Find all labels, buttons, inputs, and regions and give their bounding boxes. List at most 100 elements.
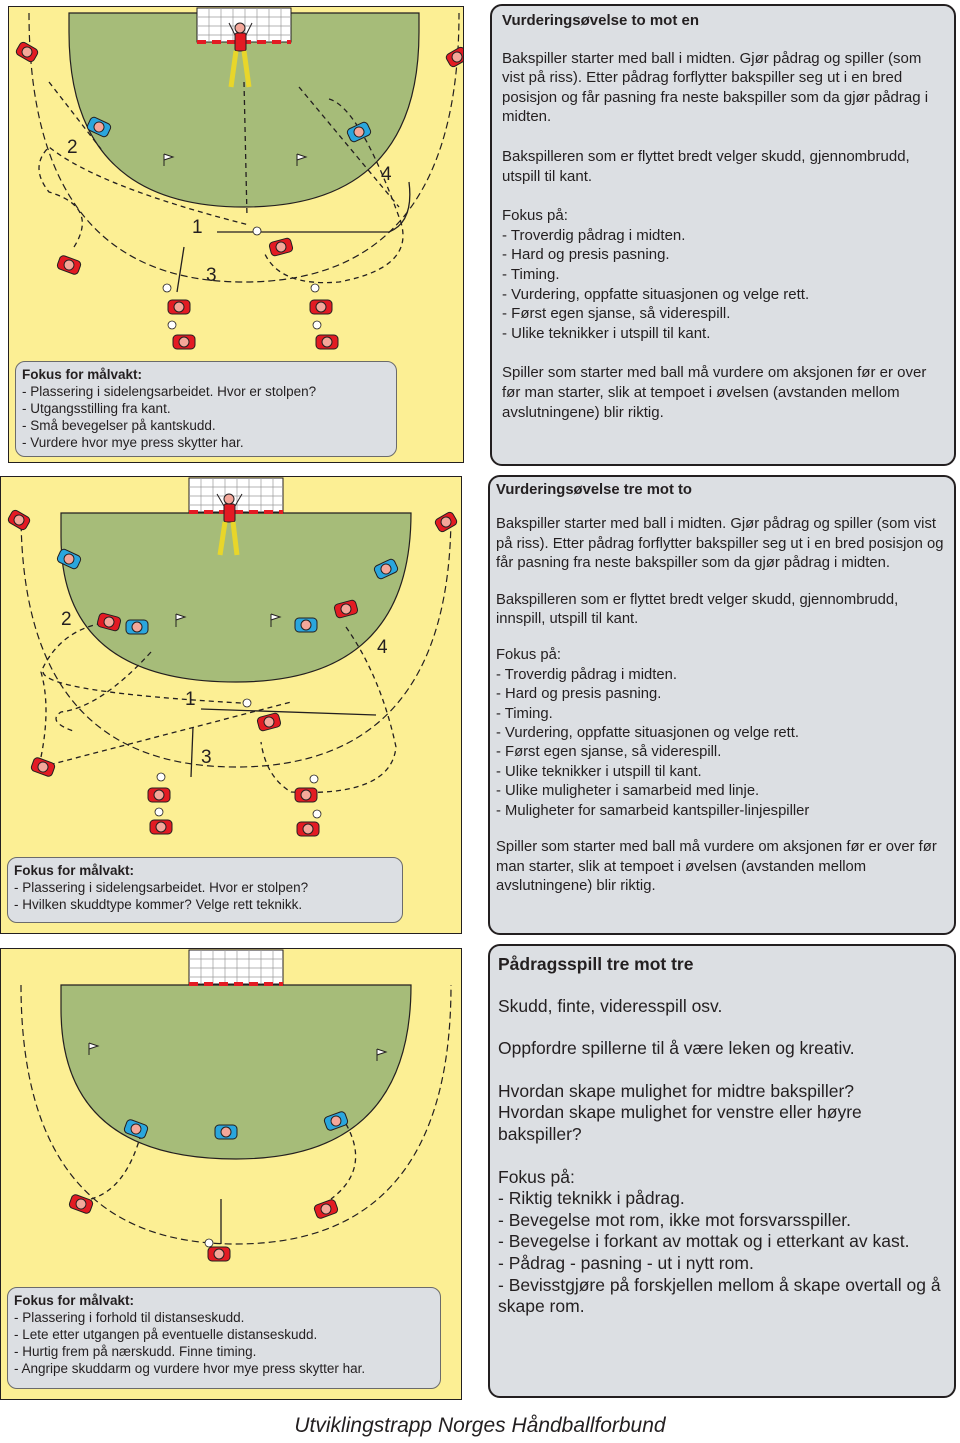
balls	[204, 1238, 214, 1248]
court-diagram-1: 2 4 1 3 Fokus for målvakt: - Plassering …	[8, 6, 464, 463]
list-item: - Ulike teknikker i utspill til kant.	[502, 324, 711, 342]
goalkeeper-focus-box-3: Fokus for målvakt: - Plassering i forhol…	[7, 1287, 441, 1389]
drill-title: Vurderingsøvelse tre mot to	[496, 482, 692, 498]
position-number-4: 4	[381, 164, 392, 185]
list-item: - Timing.	[502, 265, 560, 283]
drill-title: Pådragsspill tre mot tre	[498, 954, 694, 974]
position-number-1: 1	[192, 217, 203, 238]
footer-credit: Utviklingstrapp Norges Håndballforbund	[294, 1414, 666, 1437]
focus-title: Fokus på:	[498, 1166, 575, 1187]
defenders	[123, 1111, 349, 1140]
focus-title: Fokus på:	[502, 207, 568, 225]
passes	[190, 708, 377, 778]
free-throw-line	[28, 12, 460, 283]
goalkeeper-focus-title: Fokus for målvakt:	[14, 1293, 135, 1308]
list-item: - Troverdig pådrag i midten.	[496, 666, 677, 683]
court-diagram-2: 2 4 1 3 Fokus for målvakt: - Plassering …	[0, 476, 462, 934]
balls	[162, 226, 322, 330]
list-item: - Angripe skuddarm og vurdere hvor mye p…	[14, 1361, 366, 1376]
description-paragraph: Spiller som starter med ball må vurdere …	[496, 839, 937, 894]
list-item: - Først egen sjanse, så viderespill.	[502, 305, 731, 323]
list-item: - Utgangsstilling fra kant.	[22, 401, 171, 416]
description-paragraph: Bakspilleren som er flyttet bredt velger…	[502, 147, 910, 185]
drill-description-box-1: Vurderingsøvelse to mot en Bakspiller st…	[490, 4, 956, 466]
goalkeeper-focus-list: - Plassering i sidelengsarbeidet. Hvor e…	[14, 879, 396, 913]
position-number-2: 2	[61, 609, 72, 630]
list-item: - Riktig teknikk i pådrag.	[498, 1188, 685, 1209]
position-number-2: 2	[67, 137, 78, 158]
goalkeeper-focus-list: - Plassering i forhold til distanseskudd…	[14, 1309, 434, 1377]
focus-list: - Troverdig pådrag i midten. - Hard og p…	[502, 226, 944, 344]
court-diagram-3: Fokus for målvakt: - Plassering i forhol…	[0, 948, 462, 1400]
list-item: - Hurtig frem på nærskudd. Finne timing.	[14, 1344, 257, 1359]
balls	[154, 698, 322, 819]
goal-area	[60, 512, 412, 683]
court-drawing-1	[15, 7, 463, 350]
goalkeeper-focus-list: - Plassering i sidelengsarbeidet. Hvor e…	[22, 383, 390, 451]
passes	[176, 181, 411, 293]
court-drawing-3	[20, 949, 452, 1262]
list-item: - Timing.	[496, 705, 553, 722]
attackers	[7, 509, 458, 837]
attackers	[68, 1194, 339, 1262]
list-item: - Plassering i forhold til distanseskudd…	[14, 1310, 245, 1325]
focus-title: Fokus på:	[496, 647, 561, 664]
description-paragraph: Oppfordre spillerne til å være leken og …	[498, 1038, 855, 1059]
cones	[88, 1042, 388, 1061]
cones	[163, 153, 308, 166]
focus-list: - Troverdig pådrag i midten. - Hard og p…	[496, 666, 948, 821]
goal-area	[60, 984, 412, 1160]
free-throw-line	[20, 512, 452, 768]
position-number-3: 3	[201, 747, 212, 768]
focus-list: - Riktig teknikk i pådrag. - Bevegelse m…	[498, 1188, 946, 1318]
list-item: - Hard og presis pasning.	[496, 686, 662, 703]
list-item: - Ulike teknikker i utspill til kant.	[496, 763, 702, 780]
list-item: - Bevegelse i forkant av mottak og i ett…	[498, 1231, 910, 1252]
goalkeeper-focus-title: Fokus for målvakt:	[22, 367, 143, 382]
position-number-3: 3	[206, 265, 217, 286]
list-item: - Bevegelse mot rom, ikke mot forsvarssp…	[498, 1209, 852, 1230]
description-paragraph: Skudd, finte, videresspill osv.	[498, 995, 723, 1016]
list-item: - Muligheter for samarbeid kantspiller-l…	[496, 802, 810, 819]
list-item: - Lete etter utgangen på eventuelle dist…	[14, 1327, 318, 1342]
list-item: - Troverdig pådrag i midten.	[502, 226, 686, 244]
drill-description-box-2: Vurderingsøvelse tre mot to Bakspiller s…	[488, 475, 956, 935]
list-item: - Vurdere hvor mye press skytter har.	[22, 435, 244, 450]
attackers	[15, 41, 463, 350]
list-item: - Ulike muligheter i samarbeid med linje…	[496, 783, 760, 800]
goalkeeper-focus-box-2: Fokus for målvakt: - Plassering i sidele…	[7, 857, 403, 923]
position-number-1: 1	[185, 689, 196, 710]
goalkeeper	[228, 22, 253, 88]
position-number-4: 4	[377, 637, 388, 658]
list-item: - Bevisstgjøre på forskjellen mellom å s…	[498, 1274, 941, 1317]
court-drawing-2	[7, 477, 458, 837]
list-item: - Vurdering, oppfatte situasjonen og vel…	[496, 725, 799, 742]
defenders	[56, 548, 399, 635]
description-paragraph: Bakspilleren som er flyttet bredt velger…	[496, 591, 899, 628]
goalkeeper-focus-box-1: Fokus for målvakt: - Plassering i sidele…	[15, 361, 397, 457]
goal	[188, 949, 284, 986]
list-item: - Først egen sjanse, så viderespill.	[496, 744, 722, 761]
list-item: - Plassering i sidelengsarbeidet. Hvor e…	[22, 384, 317, 399]
description-paragraph: Bakspiller starter med ball i midten. Gj…	[496, 516, 944, 572]
goal	[188, 477, 284, 514]
description-paragraph: Hvordan skape mulighet for midtre bakspi…	[498, 1080, 854, 1101]
description-paragraph: Spiller som starter med ball må vurdere …	[502, 364, 927, 421]
movement-lines	[90, 1123, 357, 1200]
goalkeeper	[216, 493, 243, 556]
list-item: - Hvilken skuddtype kommer? Velge rett t…	[14, 897, 303, 912]
list-item: - Vurdering, oppfatte situasjonen og vel…	[502, 285, 810, 303]
cones	[175, 613, 282, 627]
free-throw-line	[20, 984, 452, 1245]
drill-title: Vurderingsøvelse to mot en	[502, 12, 699, 29]
description-paragraph: Bakspiller starter med ball i midten. Gj…	[502, 49, 929, 126]
goalkeeper-focus-title: Fokus for målvakt:	[14, 863, 135, 878]
defenders	[86, 116, 372, 143]
movement-lines	[40, 621, 397, 794]
list-item: - Plassering i sidelengsarbeidet. Hvor e…	[14, 880, 309, 895]
drill-description-box-3: Pådragsspill tre mot tre Skudd, finte, v…	[488, 944, 956, 1398]
list-item: - Pådrag - pasning - ut i nytt rom.	[498, 1252, 754, 1273]
list-item: - Små bevegelser på kantskudd.	[22, 418, 216, 433]
description-paragraph: Hvordan skape mulighet for venstre eller…	[498, 1102, 862, 1144]
list-item: - Hard og presis pasning.	[502, 246, 670, 264]
